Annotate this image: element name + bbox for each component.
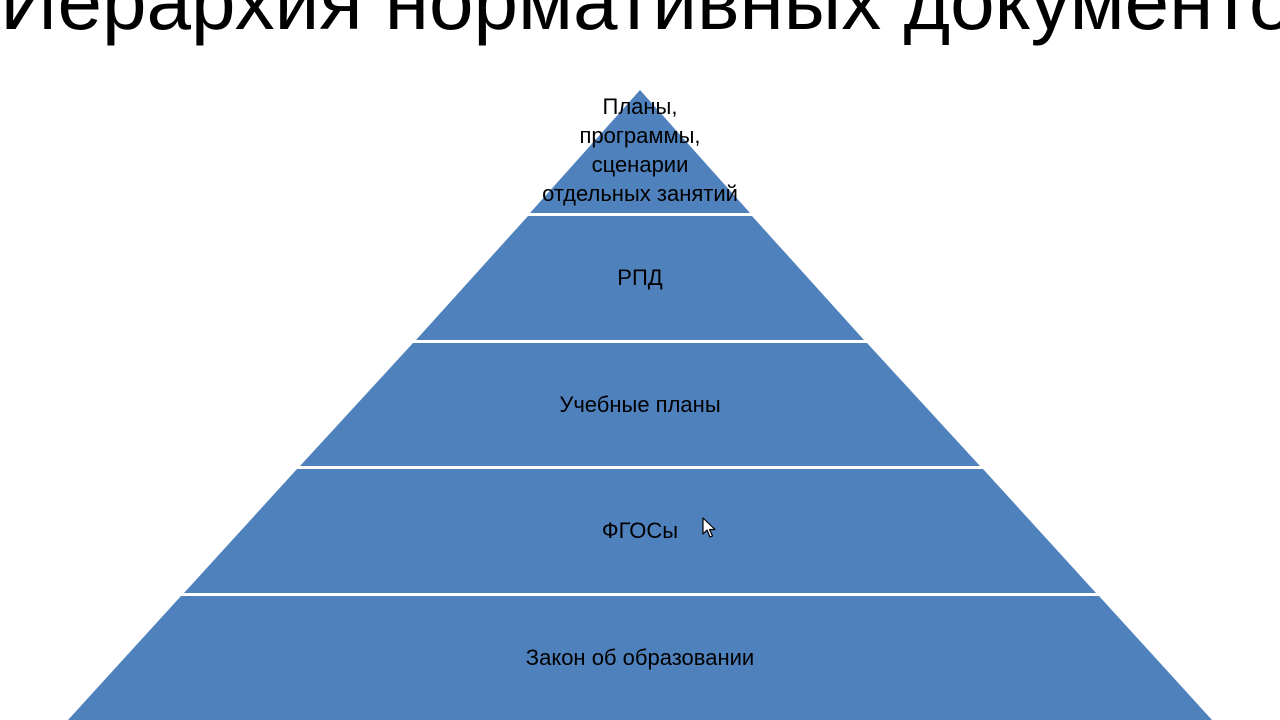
tier-label-education-law: Закон об образовании (525, 645, 755, 670)
tier-label-plans: Планы, программы, сценарии отдельных зан… (542, 94, 738, 206)
slide-title: Иерархия нормативных документов (0, 0, 1280, 46)
pyramid-tier-top (530, 90, 750, 213)
pyramid-tier-4 (184, 469, 1096, 593)
pyramid-tier-2 (416, 216, 864, 340)
tier-label-rpd: РПД (617, 265, 663, 290)
tier-label-curricula: Учебные планы (559, 392, 721, 417)
mouse-pointer-icon (702, 517, 716, 538)
tier-label-fgos: ФГОСы (601, 518, 679, 543)
pyramid-tier-3 (300, 343, 980, 466)
pyramid-tier-base (68, 596, 1212, 720)
